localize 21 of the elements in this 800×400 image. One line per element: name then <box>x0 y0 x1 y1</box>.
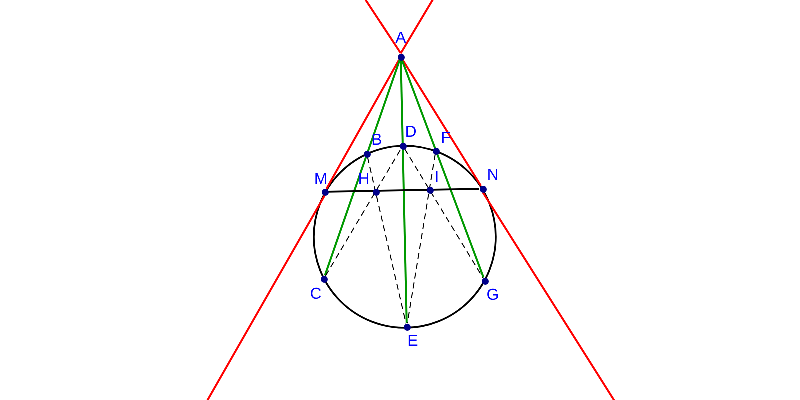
point-label: M <box>314 172 328 188</box>
line-segment <box>324 60 401 276</box>
line-segment <box>400 60 408 324</box>
dashed-line <box>404 148 484 278</box>
line-segment <box>401 60 485 278</box>
dashed-line <box>407 154 436 324</box>
point-label: F <box>441 131 451 147</box>
dashed-line <box>367 156 407 324</box>
point-label: B <box>372 133 382 149</box>
dashed-line <box>325 148 402 276</box>
point-label: H <box>358 172 370 188</box>
point-label: I <box>434 170 440 186</box>
point-label: G <box>486 288 500 304</box>
point-label: N <box>487 168 499 184</box>
line-segment <box>326 60 400 190</box>
point-label: E <box>408 334 418 350</box>
point-label: D <box>405 125 417 141</box>
line-segment <box>328 188 480 193</box>
point-label: A <box>396 31 406 47</box>
line-segment <box>402 59 482 187</box>
point-label: C <box>310 287 322 303</box>
